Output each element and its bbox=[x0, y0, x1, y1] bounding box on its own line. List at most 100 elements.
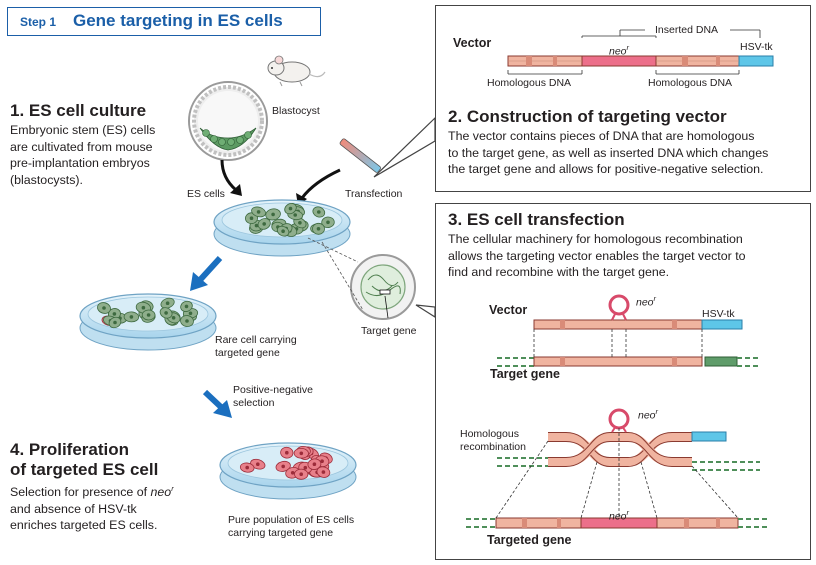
rare-cell-line: Rare cell carrying bbox=[215, 334, 297, 346]
cell-nucleus bbox=[245, 465, 249, 470]
figure-title: Gene targeting in ES cells bbox=[73, 11, 283, 30]
callout-pointer-vector bbox=[373, 116, 436, 178]
neo-text: neo bbox=[638, 409, 656, 422]
positive-negative-line: selection bbox=[233, 397, 275, 409]
transfection-label: Transfection bbox=[345, 188, 403, 200]
cell-nucleus bbox=[255, 462, 260, 467]
pure-population-line: carrying targeted gene bbox=[228, 527, 334, 539]
es-cell-cluster bbox=[245, 202, 335, 237]
section3-line: find and recombine with the target gene. bbox=[448, 265, 670, 279]
section2-body: The vector contains pieces of DNA that a… bbox=[448, 128, 768, 178]
positive-negative-label: Positive-negative selection bbox=[233, 384, 313, 410]
vector-label: Vector bbox=[453, 36, 492, 50]
neo-superscript: r bbox=[655, 407, 659, 416]
section3-line: allows the targeting vector enables the … bbox=[448, 248, 746, 263]
neo-text: neo bbox=[150, 485, 172, 500]
figure-title-box: Step 1 Gene targeting in ES cells bbox=[7, 7, 321, 36]
cell-nucleus bbox=[285, 450, 289, 455]
section1-line: (blastocysts). bbox=[10, 172, 83, 187]
targeted-neo-label: neor bbox=[609, 506, 629, 524]
blue-arrow-down-left bbox=[190, 255, 223, 291]
cell-nucleus bbox=[129, 315, 134, 319]
target-gene-diagram bbox=[497, 329, 760, 367]
pure-population-label: Pure population of ES cells carrying tar… bbox=[228, 514, 354, 540]
section1-line: are cultivated from mouse bbox=[10, 139, 153, 154]
section4-heading: 4. Proliferation of targeted ES cell bbox=[10, 440, 158, 480]
cell-nucleus bbox=[256, 210, 261, 214]
cell-nucleus bbox=[262, 222, 267, 226]
neo-text: neo bbox=[609, 510, 627, 523]
cell-nucleus bbox=[326, 220, 330, 225]
homologous-recombination-diagram bbox=[497, 408, 760, 471]
blastocyst-label: Blastocyst bbox=[272, 105, 320, 117]
section2-line: to the target gene, as well as inserted … bbox=[448, 145, 769, 160]
cell-nucleus bbox=[113, 320, 117, 325]
cell-nucleus bbox=[299, 472, 304, 477]
neo-text: neo bbox=[609, 45, 627, 58]
step-label: Step 1 bbox=[20, 15, 57, 29]
section1-line: Embryonic stem (ES) cells bbox=[10, 123, 156, 137]
callout-pointer-transfection bbox=[415, 304, 436, 319]
es-cells-label: ES cells bbox=[187, 188, 225, 200]
rare-cell-line: targeted gene bbox=[215, 347, 280, 359]
cell-nucleus bbox=[303, 465, 308, 470]
cell-nucleus bbox=[293, 213, 298, 217]
targeted-gene-label: Targeted gene bbox=[487, 533, 572, 547]
section4-line: and absence of HSV-tk bbox=[10, 501, 137, 516]
recombination-neo-label: neor bbox=[638, 405, 658, 423]
section1-body: Embryonic stem (ES) cells are cultivated… bbox=[10, 122, 155, 188]
targeted-gene-diagram bbox=[466, 428, 768, 529]
homologous-recombination-label: Homologous recombination bbox=[460, 428, 526, 454]
cell-nucleus bbox=[299, 451, 304, 456]
cell-nucleus bbox=[312, 462, 317, 467]
targeting-vector-diagram bbox=[507, 29, 774, 75]
cell-nucleus bbox=[188, 311, 193, 316]
cell-nucleus bbox=[320, 459, 324, 464]
targeted-cell-cluster bbox=[239, 445, 333, 480]
rare-cell-cluster bbox=[97, 297, 199, 329]
zoomed-cell-illustration bbox=[350, 254, 416, 320]
section4-line: Selection for presence of neor bbox=[10, 481, 174, 501]
target-gene-diagram-label: Target gene bbox=[490, 367, 560, 381]
section2-heading: 2. Construction of targeting vector bbox=[448, 107, 727, 126]
cell-nucleus bbox=[171, 316, 176, 320]
mouse-illustration bbox=[267, 55, 326, 87]
neo-superscript: r bbox=[626, 508, 630, 517]
rare-cell-label: Rare cell carrying targeted gene bbox=[215, 334, 297, 360]
cell-nucleus bbox=[271, 212, 275, 217]
zoom-guide-line bbox=[321, 241, 364, 311]
cell-nucleus bbox=[290, 471, 295, 475]
cell-nucleus bbox=[184, 304, 189, 309]
transfection-vector-label: Vector bbox=[489, 303, 528, 317]
cell-nucleus bbox=[165, 301, 170, 306]
inserted-dna-label: Inserted DNA bbox=[655, 24, 719, 36]
section4-heading-line: 4. Proliferation bbox=[10, 440, 130, 459]
cell-nucleus bbox=[146, 313, 151, 317]
section2-line: The vector contains pieces of DNA that a… bbox=[448, 129, 755, 143]
cell-nucleus bbox=[112, 312, 117, 316]
transfection-arrow bbox=[300, 168, 341, 199]
section1-line: pre-implantation embryos bbox=[10, 156, 150, 170]
section4-heading-line: of targeted ES cell bbox=[10, 460, 159, 479]
cell-nucleus bbox=[254, 223, 259, 228]
section2-line: the target gene and allows for positive-… bbox=[448, 162, 764, 176]
section4-body: Selection for presence of neor and absen… bbox=[10, 481, 174, 534]
neo-superscript: r bbox=[626, 43, 630, 52]
cell-nucleus bbox=[185, 319, 189, 323]
neo-superscript: r bbox=[171, 484, 174, 493]
section4-text: Selection for presence of bbox=[10, 485, 151, 500]
target-gene-label: Target gene bbox=[361, 325, 417, 337]
homologous-dna-right-label: Homologous DNA bbox=[648, 77, 733, 89]
cell-nucleus bbox=[321, 470, 326, 474]
positive-negative-line: Positive-negative bbox=[233, 384, 313, 396]
homologous-dna-left-label: Homologous DNA bbox=[487, 77, 572, 89]
recombination-line: recombination bbox=[460, 441, 526, 453]
transfection-pipette-icon bbox=[339, 138, 381, 173]
transfection-vector-diagram bbox=[533, 294, 743, 330]
blue-arrow-down-right bbox=[202, 389, 232, 418]
neo-superscript: r bbox=[653, 294, 657, 303]
panel-transfection bbox=[435, 203, 811, 560]
recombination-line: Homologous bbox=[460, 428, 519, 440]
